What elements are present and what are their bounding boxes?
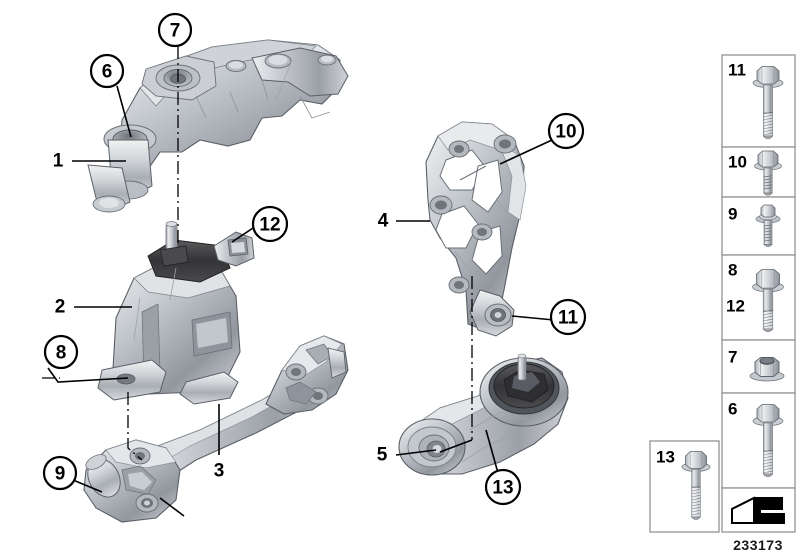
part-torque-arm-pendulum-support	[398, 353, 569, 476]
callout-2: 2	[55, 297, 66, 318]
callout-13: 13	[484, 468, 522, 506]
part-engine-mount-left	[97, 221, 255, 405]
legend-item-10-label: 10	[728, 153, 747, 172]
callout-12: 12	[251, 205, 289, 243]
callout-6-label: 6	[102, 62, 113, 83]
callout-10-label: 10	[555, 122, 576, 143]
legend-item-13[interactable]: 13	[649, 440, 720, 533]
callout-4: 4	[378, 211, 389, 232]
part-engine-mount-bracket-right	[425, 121, 527, 337]
callout-7: 7	[157, 12, 193, 48]
part-gearbox-support-bracket	[87, 39, 349, 213]
legend-item-6[interactable]: 6	[721, 392, 796, 489]
legend-panel: 11 10 9 8 12	[649, 54, 796, 533]
callout-11: 11	[549, 298, 587, 336]
callout-6: 6	[89, 53, 125, 89]
callout-markers: 1 2 3 4 5 6 7 8 9 10	[42, 12, 587, 506]
callout-3: 3	[214, 461, 225, 482]
callout-8-label: 8	[56, 343, 67, 364]
legend-item-12-label: 12	[726, 297, 745, 316]
callout-5: 5	[377, 445, 388, 466]
legend-item-7[interactable]: 7	[721, 339, 796, 394]
legend-direction-arrow-box	[721, 487, 796, 533]
legend-item-6-label: 6	[728, 400, 737, 419]
callout-12-label: 12	[259, 215, 280, 236]
callout-9: 9	[42, 455, 78, 491]
callout-8: 8	[43, 334, 79, 370]
legend-item-9[interactable]: 9	[721, 196, 796, 256]
legend-item-11-label: 11	[728, 61, 746, 80]
callout-9-label: 9	[55, 464, 66, 485]
part-torque-strut-crossmember	[83, 335, 349, 523]
callout-10: 10	[547, 112, 585, 150]
figure-id: 233173	[733, 537, 783, 553]
legend-item-8-12[interactable]: 8 12	[721, 254, 796, 341]
callout-1: 1	[53, 151, 64, 172]
legend-item-8-label: 8	[728, 261, 737, 280]
legend-item-11[interactable]: 11	[721, 54, 796, 148]
callout-11-label: 11	[558, 308, 579, 329]
callout-13-label: 13	[492, 478, 513, 499]
legend-item-13-label: 13	[656, 448, 675, 467]
legend-item-9-label: 9	[728, 205, 737, 224]
legend-item-10[interactable]: 10	[721, 146, 796, 198]
callout-7-label: 7	[170, 21, 181, 42]
legend-item-7-label: 7	[728, 348, 737, 367]
